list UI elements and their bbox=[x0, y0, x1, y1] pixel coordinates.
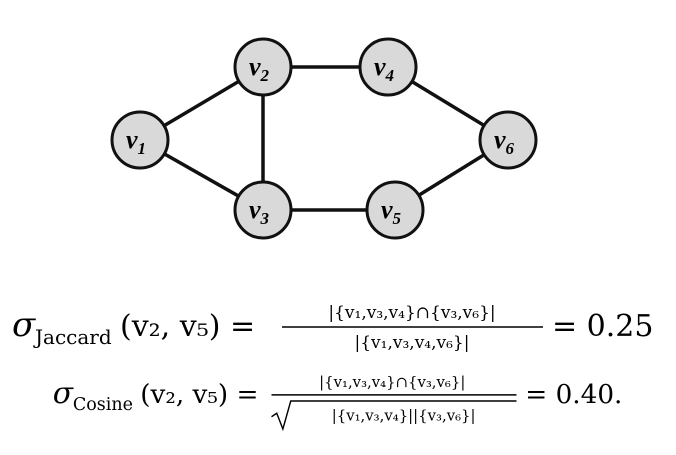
jaccard-formula: σ Jaccard (v₂, v₅) = |{v₁,v₃,v₄}∩{v₃,v₆}… bbox=[12, 303, 653, 353]
node-circle-v6 bbox=[478, 110, 538, 170]
jaccard-sigma: σ bbox=[12, 305, 36, 345]
cosine-sqrt-sign bbox=[271, 400, 517, 432]
node-circle-v3 bbox=[233, 180, 293, 240]
node-label-v5: v5 bbox=[381, 195, 402, 228]
cosine-numerator: |{v₁,v₃,v₄}∩{v₃,v₆}| bbox=[319, 373, 465, 391]
graph-nodes: v1 v2 v3 v4 v5 v6 bbox=[110, 37, 538, 240]
node-label-v1: v1 bbox=[126, 125, 146, 158]
node-circle-v2 bbox=[233, 37, 293, 97]
node-v6: v6 bbox=[478, 110, 538, 170]
cosine-denominator: |{v₁,v₃,v₄}||{v₃,v₆}| bbox=[332, 406, 476, 424]
node-circle-v5 bbox=[365, 180, 425, 240]
node-v3: v3 bbox=[233, 180, 293, 240]
cosine-sigma: σ bbox=[53, 376, 74, 411]
node-label-v2: v2 bbox=[249, 52, 270, 85]
jaccard-denominator: |{v₁,v₃,v₄,v₆}| bbox=[355, 333, 470, 353]
cosine-args: (v₂, v₅) = bbox=[140, 380, 258, 410]
node-v1: v1 bbox=[110, 110, 170, 170]
cosine-formula: σ Cosine (v₂, v₅) = |{v₁,v₃,v₄}∩{v₃,v₆}|… bbox=[53, 373, 622, 432]
jaccard-numerator: |{v₁,v₃,v₄}∩{v₃,v₆}| bbox=[328, 303, 495, 323]
node-label-v4: v4 bbox=[374, 52, 394, 85]
graph-edges bbox=[139, 65, 509, 212]
jaccard-result: = 0.25 bbox=[552, 309, 653, 344]
node-circle-v4 bbox=[358, 37, 418, 97]
jaccard-args: (v₂, v₅) = bbox=[120, 309, 255, 344]
node-v2: v2 bbox=[233, 37, 293, 97]
graph-diagram: v1 v2 v3 v4 v5 v6 bbox=[110, 37, 538, 240]
jaccard-subscript: Jaccard bbox=[33, 325, 112, 349]
node-label-v3: v3 bbox=[249, 195, 270, 228]
cosine-subscript: Cosine bbox=[73, 395, 133, 415]
node-v4: v4 bbox=[358, 37, 418, 97]
node-circle-v1 bbox=[110, 110, 170, 170]
node-v5: v5 bbox=[365, 180, 425, 240]
cosine-result: = 0.40. bbox=[525, 380, 622, 410]
node-label-v6: v6 bbox=[494, 125, 515, 158]
